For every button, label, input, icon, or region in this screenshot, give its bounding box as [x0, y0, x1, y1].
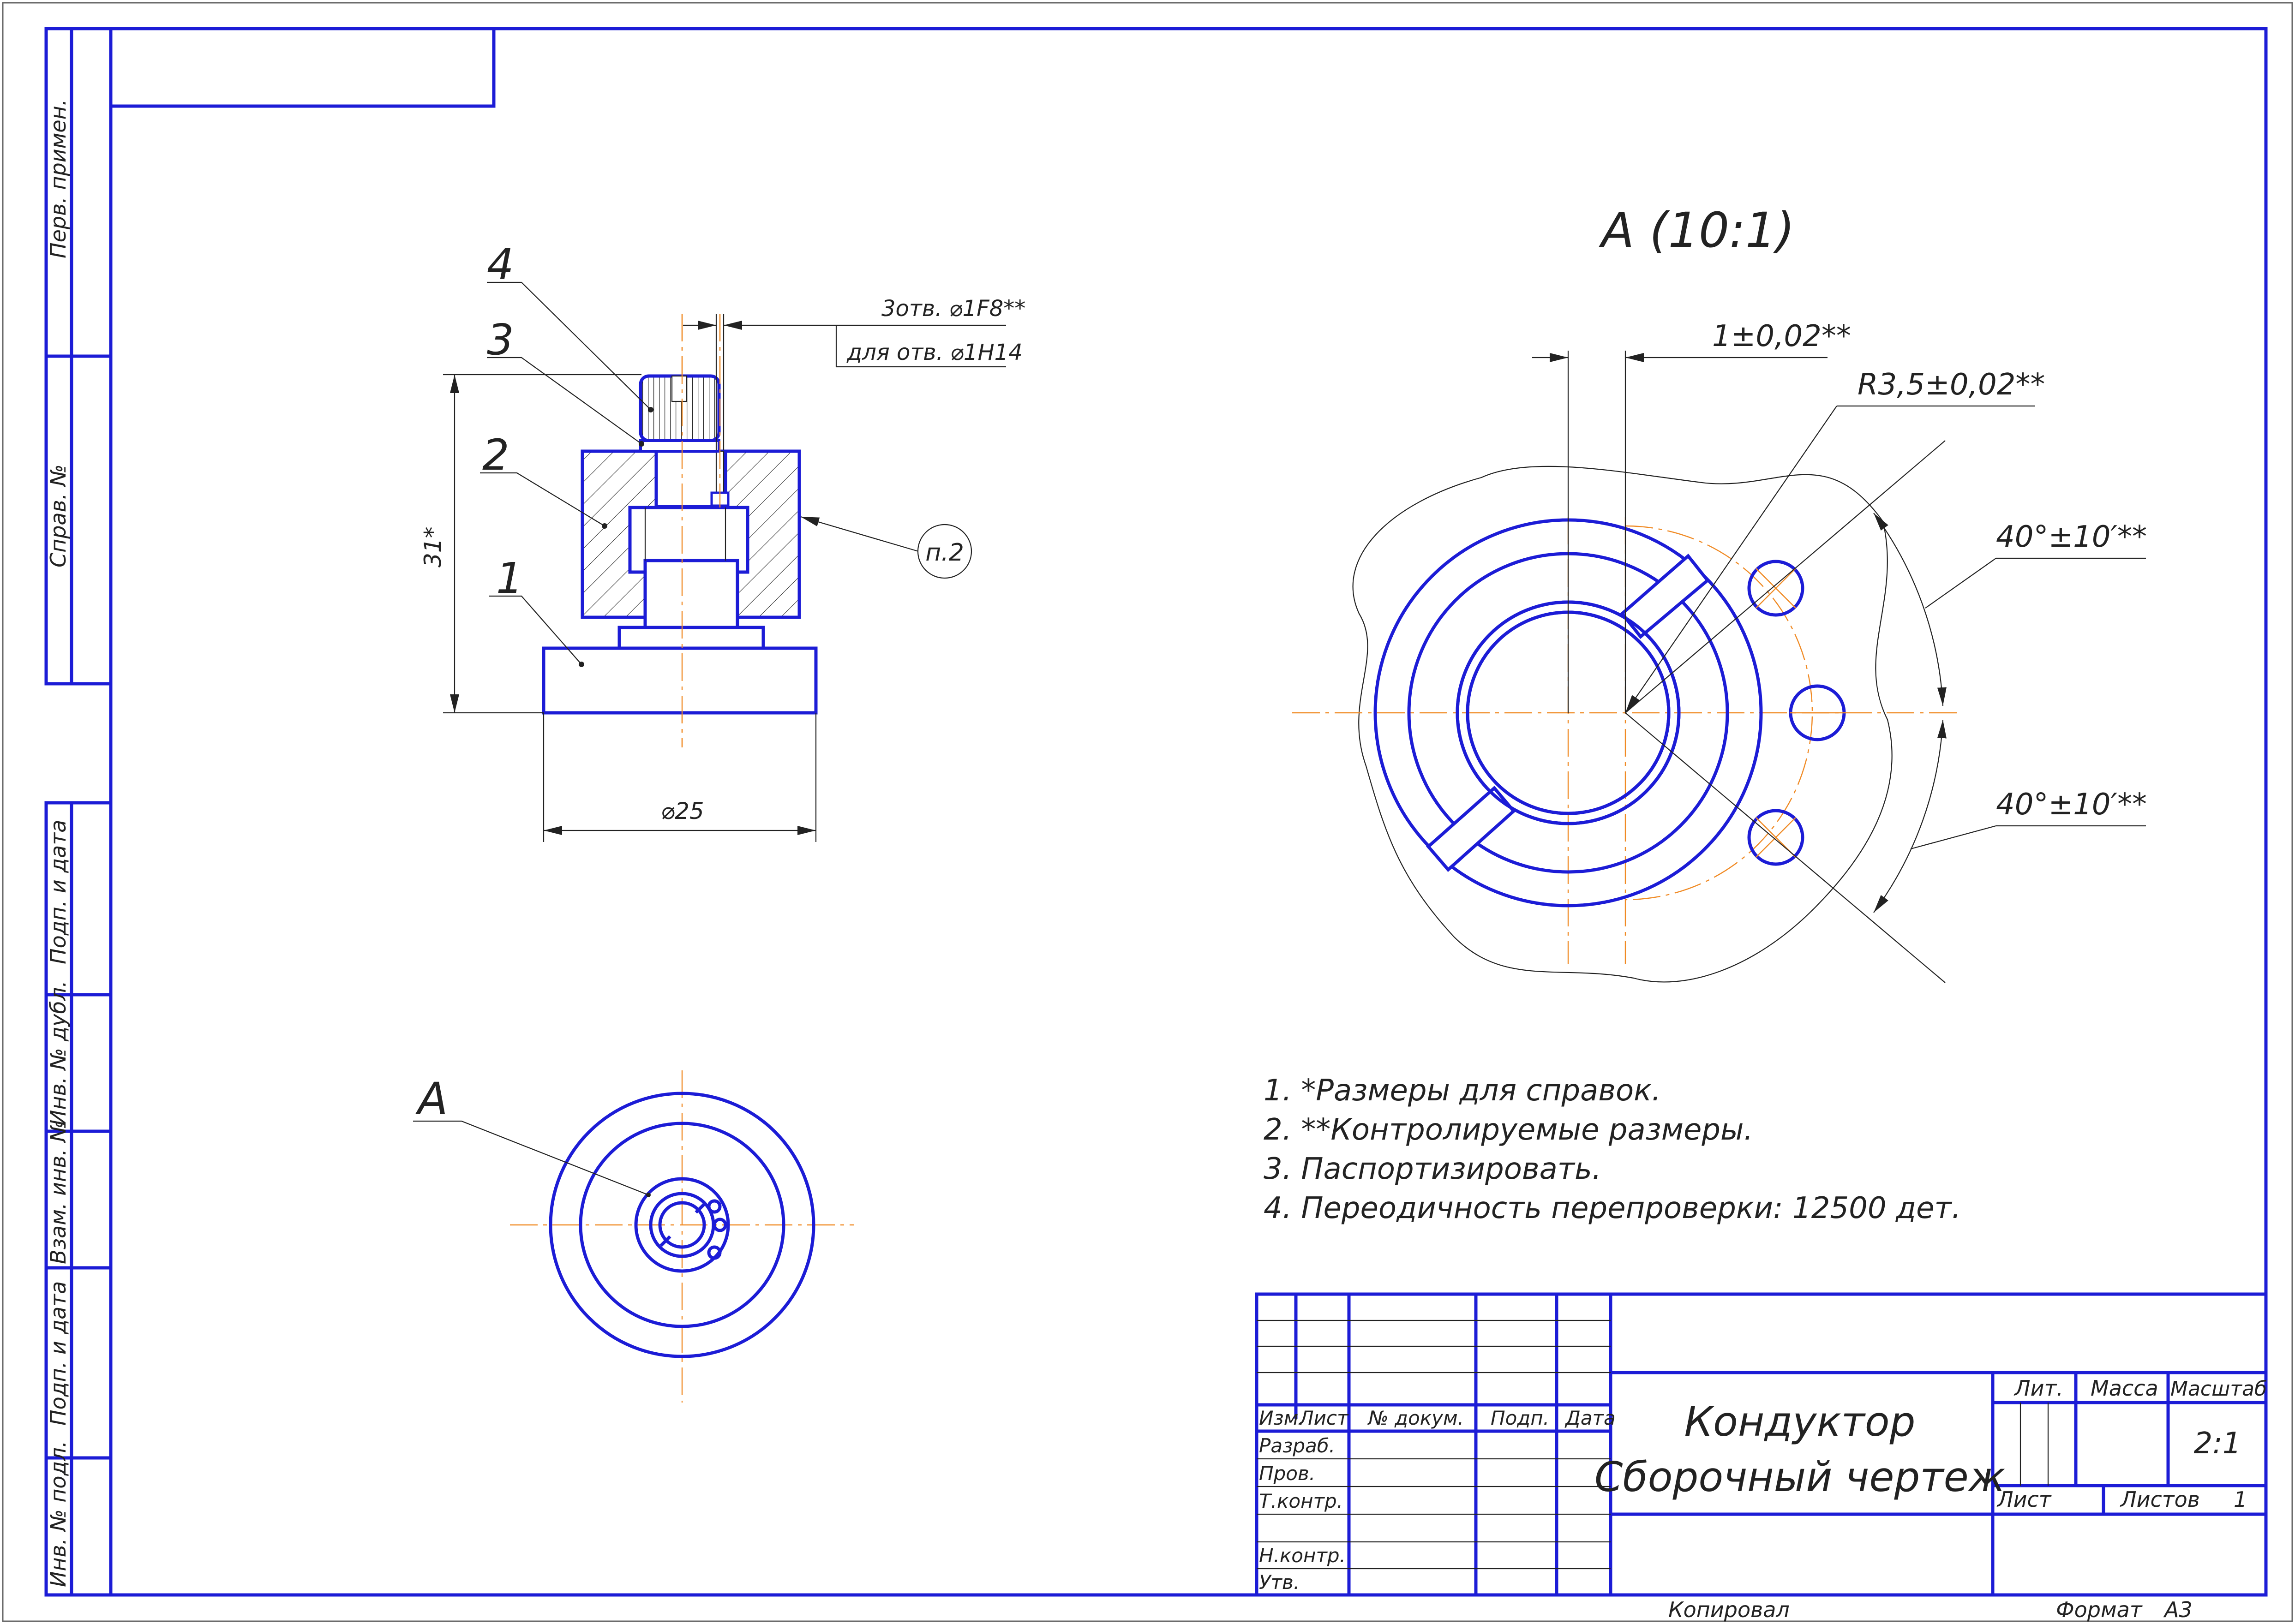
note-4: 4. Переодичность перепроверки: 12500 дет… [1264, 1191, 1961, 1225]
label-inv-no-podl: Инв. № подл. [46, 1441, 71, 1587]
hole-note-top: 3отв. ⌀1F8** [881, 296, 1025, 322]
note-3: 3. Паспортизировать. [1264, 1152, 1601, 1186]
plan-view-label: A [415, 1073, 448, 1125]
main-view: 4 3 2 1 3отв. ⌀1F8** для отв. ⌀1H14 31* … [419, 240, 1025, 842]
tb-row-prov: Пров. [1259, 1462, 1315, 1485]
tb-hdr-podp: Подп. [1491, 1407, 1549, 1429]
footer-format-value: А3 [2163, 1597, 2193, 1622]
tb-hdr-dokum: № докум. [1367, 1407, 1464, 1429]
part-3-washer [639, 439, 720, 453]
detail-view: A (10:1) 1±0,02** [1292, 202, 2147, 983]
tb-lit: Лит. [2013, 1376, 2063, 1401]
tb-massa: Масса [2091, 1376, 2158, 1401]
leader-4: 4 [487, 240, 514, 289]
note-1: 1. *Размеры для справок. [1264, 1074, 1661, 1108]
label-inv-no-dubl: Инв. № дубл. [46, 980, 71, 1126]
tb-row-tkontr: Т.контр. [1259, 1490, 1343, 1512]
left-margin-strip: Перв. примен. Справ. № Подп. и дата Инв.… [44, 27, 113, 1597]
plan-view: A [413, 1070, 854, 1403]
callout-p2: п.2 [925, 539, 964, 567]
footer-format-label: Формат [2056, 1597, 2143, 1622]
tb-name-line1: Кондуктор [1684, 1398, 1916, 1445]
break-boundary [1352, 466, 1893, 983]
detail-title: A (10:1) [1599, 202, 1795, 258]
label-perv-primen: Перв. примен. [46, 99, 71, 258]
footer-kopiroval: Копировал [1668, 1597, 1790, 1622]
height-dim: 31* [419, 526, 446, 567]
dim-width: 1±0,02** [1712, 319, 1851, 353]
tb-name-line2: Сборочный чертеж [1594, 1453, 2005, 1501]
label-vzam-inv-no: Взам. инв. № [46, 1120, 71, 1264]
tb-listov-label: Листов [2120, 1487, 2200, 1512]
tb-hdr-data: Дата [1564, 1407, 1616, 1429]
leader-2: 2 [482, 430, 509, 480]
tb-scale-value: 2:1 [2194, 1427, 2241, 1461]
tb-hdr-list: Лист [1298, 1407, 1349, 1429]
tb-row-razrab: Разраб. [1259, 1434, 1335, 1457]
top-left-stamp [109, 27, 496, 108]
leader-3: 3 [487, 315, 514, 364]
label-podp-i-data-2: Подп. и дата [46, 1281, 71, 1426]
technical-notes: 1. *Размеры для справок. 2. **Контролиру… [1264, 1074, 1961, 1225]
part-1-base [542, 646, 818, 715]
tb-masshtab: Масштаб [2170, 1377, 2267, 1401]
tb-hdr-izm: Изм. [1259, 1407, 1305, 1429]
label-sprav-no: Справ. № [46, 464, 71, 567]
angle-top: 40°±10′** [1996, 520, 2147, 554]
angle-bottom: 40°±10′** [1996, 788, 2147, 822]
tb-row-nkontr: Н.контр. [1259, 1544, 1346, 1567]
main-frame [109, 27, 2268, 1597]
leader-1: 1 [496, 554, 523, 603]
hole-note-bottom: для отв. ⌀1H14 [846, 340, 1023, 365]
diameter-dim: ⌀25 [661, 798, 704, 824]
tb-row-utv: Утв. [1259, 1571, 1300, 1594]
dim-radius: R3,5±0,02** [1858, 368, 2045, 402]
tb-list-label: Лист [1996, 1487, 2052, 1512]
title-block: Изм. Лист № докум. Подп. Дата Разраб. Пр… [1255, 1292, 2268, 1597]
callout-circle [917, 524, 972, 579]
tb-listov-value: 1 [2234, 1487, 2247, 1512]
label-podp-i-data-1: Подп. и дата [46, 820, 71, 964]
note-2: 2. **Контролируемые размеры. [1264, 1113, 1753, 1147]
